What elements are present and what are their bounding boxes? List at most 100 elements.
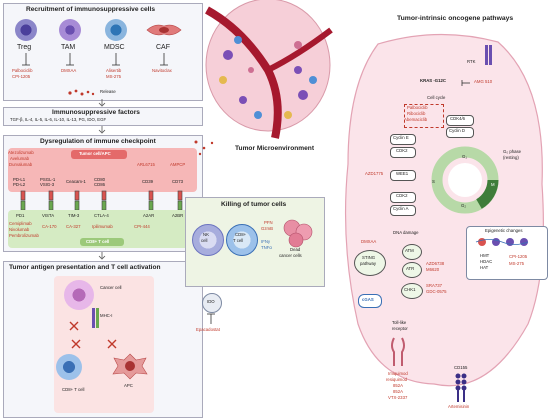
treg-label: Treg	[17, 44, 32, 51]
cd8-label-1: CD8+	[235, 232, 247, 237]
nk-label-1: NK	[203, 232, 209, 237]
tme-illustration	[203, 0, 333, 140]
cdk2-a-box	[390, 147, 416, 158]
gzmb-label: GzmB	[261, 226, 273, 231]
cyclin-a-box	[390, 205, 416, 216]
cyclin-e-label: Cyclin E	[393, 135, 409, 140]
cd155-label: CD155	[454, 365, 468, 370]
tam-cell-icon	[59, 19, 81, 41]
wee1-box	[390, 170, 416, 181]
phase-m: M	[491, 182, 495, 187]
kras-label: KRAS -G12C	[420, 78, 447, 83]
block-x-icon	[71, 339, 81, 349]
epigenetic-hdac: HDAC	[480, 259, 493, 264]
chk1-label: CHK1	[404, 287, 416, 292]
cd8-cell-icon	[226, 224, 258, 256]
tnf-label: TNFα	[261, 245, 272, 250]
ligand-cd39: CD39	[142, 179, 153, 184]
checkpoint-bottom-drug-2: CA-170	[42, 224, 57, 229]
ido-icon	[202, 293, 222, 313]
cancer-cell-icon	[64, 280, 94, 310]
atr-node	[402, 262, 422, 278]
cdk46-label: CDK4/6	[450, 116, 466, 121]
epigenetic-title: Epigenetic changes	[485, 228, 523, 233]
g0-label-2: (resting)	[503, 155, 519, 160]
recruitment-panel: Recruitment of immunosuppressive cells T…	[3, 3, 203, 101]
checkpoint-top-drug-1a: Atezolizumab	[8, 150, 34, 155]
apc-label: APC	[124, 383, 133, 388]
killing-panel: Killing of tumor cells NK cell CD8+ T ce…	[185, 197, 325, 287]
kras-inhibit-icon	[461, 80, 470, 86]
sting-node	[354, 250, 386, 276]
tumor-cell-label: Tumor cell/APC	[79, 151, 111, 156]
cgas-box	[358, 294, 382, 308]
cgas-label: cGAS	[362, 297, 374, 302]
cdk46-box	[446, 115, 474, 126]
atm-node	[402, 244, 422, 260]
rtk-label: RTK	[467, 59, 476, 64]
epigenetic-box	[466, 226, 548, 280]
tlr-drug-4: 852A	[393, 389, 404, 394]
checkpoint-bottom-drug-1a: Cemiplimab	[9, 221, 32, 226]
cyclin-e-box	[390, 134, 416, 145]
mhc-label: MHC-I	[100, 313, 113, 318]
checkpoint-panel: Dysregulation of immune checkpoint Tumor…	[3, 135, 203, 252]
ligand-psgl1: PSGL-1	[40, 177, 56, 182]
dead-label-2: cancer cells	[279, 253, 302, 258]
down-arrow-icon	[98, 252, 106, 260]
mdsc-drug-1: Alisertib	[106, 68, 122, 73]
ligand-pdl1: PD-L1	[13, 177, 26, 182]
receptor-vista: VISTA	[42, 213, 55, 218]
cell-cycle-ring-icon	[431, 146, 499, 214]
down-arrow-icon	[98, 99, 106, 107]
dmxaa-label: DMXAA	[361, 239, 377, 244]
cyclin-d-box	[446, 127, 474, 138]
epigenetic-hmt: HMT	[480, 253, 490, 258]
caf-cell-icon	[146, 24, 182, 36]
receptor-a2br: A2BR	[172, 213, 184, 218]
apc-cell-icon	[112, 353, 148, 380]
checkpoint-bottom-drug-5: CPI-444	[134, 224, 150, 229]
g0-label-1: G₀ phase	[503, 149, 522, 154]
ligand-cd80: CD80	[94, 177, 105, 182]
checkpoint-bottom-drug-4: Ipilimumab	[92, 224, 113, 229]
cdk-drug-1: Palbociclib	[407, 105, 428, 110]
ligand-cd73: CD73	[172, 179, 183, 184]
chk1-drug-1: SRA737	[426, 283, 443, 288]
epigenetic-hat: HAT	[480, 265, 489, 270]
wee1-label: WEE1	[396, 171, 409, 176]
tlr-drug-1: Imiquimod	[388, 371, 408, 376]
cdk2-b-box	[390, 192, 416, 203]
tlr-label-2: receptor	[392, 326, 408, 331]
tlr-drug-2: resiquimod	[386, 377, 408, 382]
treg-inhibit-icon	[22, 53, 30, 66]
ligand-vsig3: VSIG-3	[40, 182, 55, 187]
ido-inhibit-icon	[207, 313, 215, 324]
checkpoint-title: Dysregulation of immune checkpoint	[40, 138, 156, 145]
cd155-drug: Artemisinin	[448, 404, 470, 409]
tlr-drug-3: 852A	[393, 383, 404, 388]
cyclin-a-label: Cyclin A	[393, 206, 409, 211]
caf-inhibit-icon	[160, 53, 168, 66]
treg-drug-1: Palbociclib	[12, 68, 33, 73]
cell-cycle-label: Cell cycle	[427, 95, 446, 100]
tam-label: TAM	[61, 44, 76, 51]
checkpoint-top-drug-1c: Durvalumab	[9, 162, 33, 167]
dead-label-1: Dead	[290, 247, 301, 252]
tumor-cell-label-box: Tumor cell/APC	[71, 150, 127, 159]
pfn-label: PFN	[264, 220, 273, 225]
cdk-drug-3: Abemaciclib	[404, 117, 428, 122]
checkpoint-bottom-drug-1b: Nivolumab	[9, 227, 30, 232]
chromatin-icon	[475, 238, 529, 246]
recruitment-title: Recruitment of immunosuppressive cells	[26, 6, 155, 13]
mdsc-inhibit-icon	[112, 53, 120, 66]
ligand-pdl2: PD-L2	[13, 182, 26, 187]
mhc-receptor-icon	[92, 308, 99, 328]
ifn-label: IFNγ	[261, 239, 271, 244]
antigen-title: Tumor antigen presentation and T cell ac…	[9, 264, 161, 271]
factors-panel: Immunosuppressive factors TGF-β, IL-4, I…	[3, 107, 203, 126]
checkpoint-bottom-drug-1c: Pembrolizumab	[9, 233, 39, 238]
tcell-label: CD8+ T cell	[62, 387, 85, 392]
ido-drug-label: Epacadostat	[196, 327, 220, 332]
phase-g1: G₁	[462, 154, 467, 159]
